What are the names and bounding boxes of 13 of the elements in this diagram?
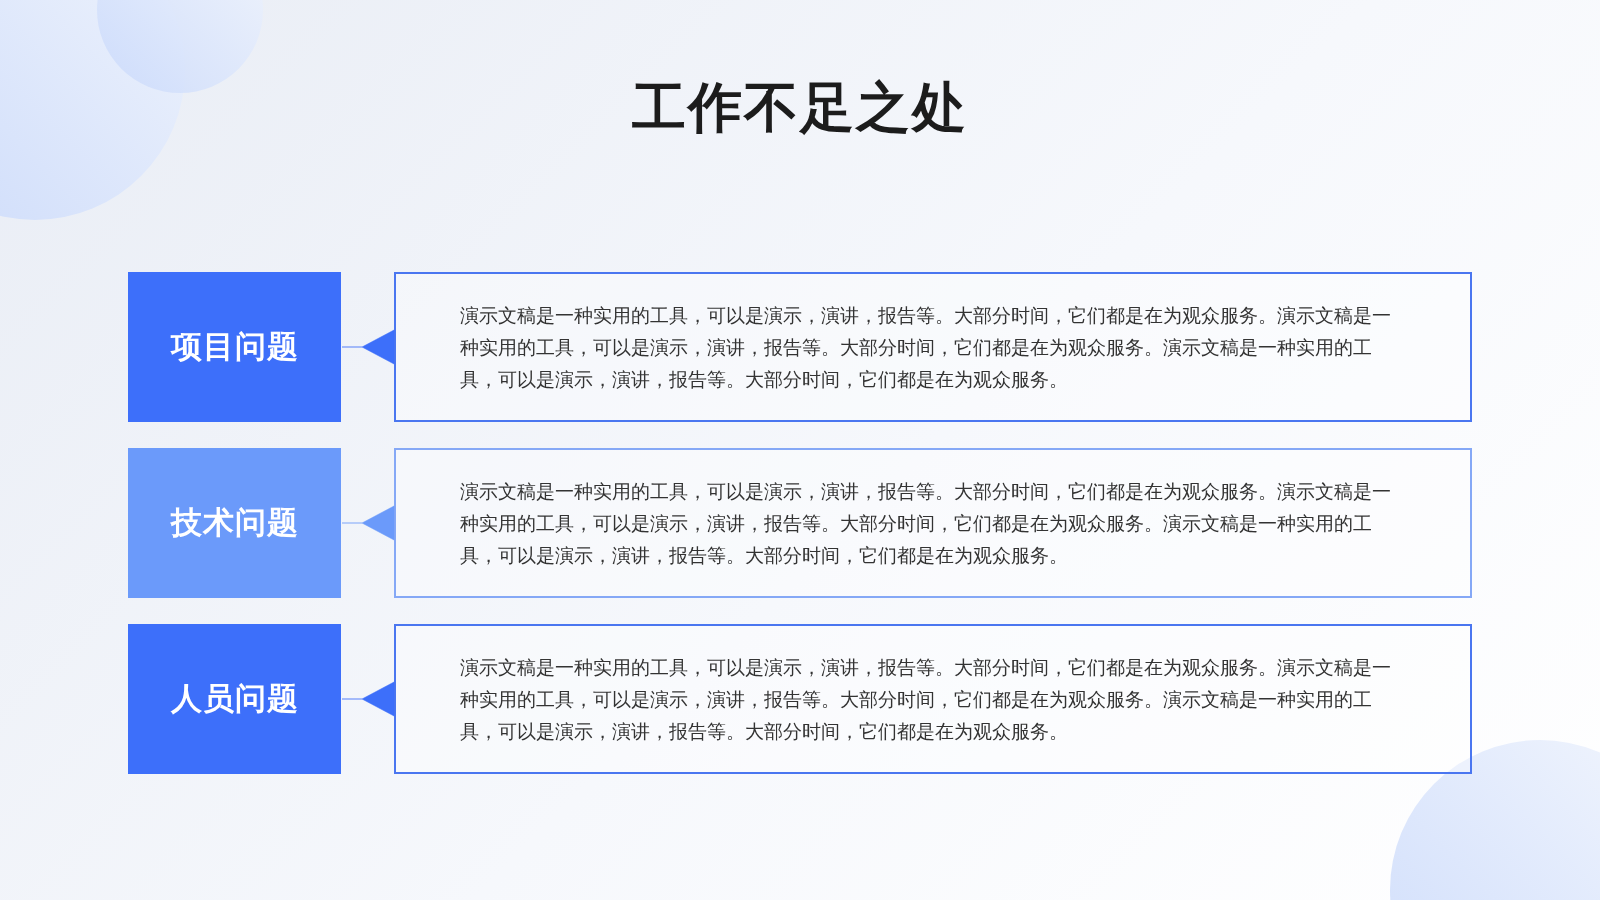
body-text: 演示文稿是一种实用的工具，可以是演示，演讲，报告等。大部分时间，它们都是在为观众服务。演示文稿是一种实用的工具，可以是演示，演讲，报告等。大部分时间，它们都是在为观众服务。演示文稿是一种实用的工具，可以是演示，演讲，报告等。大部分时间，它们都是在为观众服务。 — [460, 656, 1392, 744]
text-box — [394, 272, 1472, 422]
pointer-triangle — [341, 329, 395, 365]
category-box: 技术问题 — [128, 448, 341, 598]
body-text: 演示文稿是一种实用的工具，可以是演示，演讲，报告等。大部分时间，它们都是在为观众服务。演示文稿是一种实用的工具，可以是演示，演讲，报告等。大部分时间，它们都是在为观众服务。演示文稿是一种实用的工具，可以是演示，演讲，报告等。大部分时间，它们都是在为观众服务。 — [460, 480, 1392, 568]
title: 工作不足之处 — [631, 75, 969, 141]
text-box — [394, 448, 1472, 598]
body-text: 演示文稿是一种实用的工具，可以是演示，演讲，报告等。大部分时间，它们都是在为观众服务。演示文稿是一种实用的工具，可以是演示，演讲，报告等。大部分时间，它们都是在为观众服务。演示文稿是一种实用的工具，可以是演示，演讲，报告等。大部分时间，它们都是在为观众服务。 — [460, 304, 1392, 392]
category-box: 项目问题 — [128, 272, 341, 422]
category-box: 人员问题 — [128, 624, 341, 774]
text-box — [394, 624, 1472, 774]
pointer-triangle — [341, 681, 395, 717]
pointer-triangle — [341, 505, 395, 541]
